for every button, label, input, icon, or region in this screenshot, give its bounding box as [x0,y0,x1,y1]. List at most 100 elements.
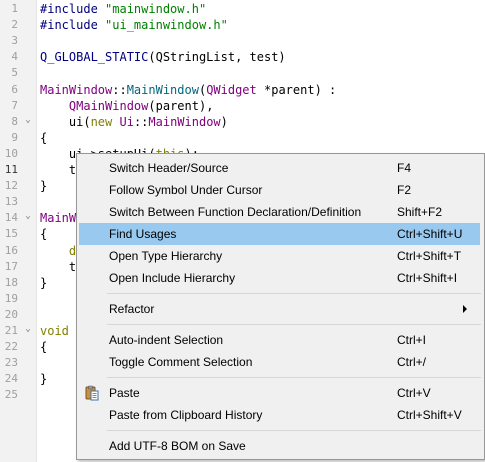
code-token: } [40,275,48,290]
code-token: Q_GLOBAL_STATIC [40,50,149,65]
code-text: t [40,259,76,275]
code-token: ) [220,114,228,129]
line-number: 7 [11,98,18,112]
menu-item-shortcut: Ctrl+Shift+I [397,271,458,285]
menu-separator [107,293,481,294]
menu-item-label: Open Type Hierarchy [109,249,223,263]
code-token: } [40,179,48,194]
menu-item-auto-indent[interactable]: Auto-indent Selection Ctrl+I [79,329,480,351]
menu-item-shortcut: Ctrl+Shift+V [397,408,462,422]
code-text: QMainWindow(parent), [40,98,214,114]
menu-item-toggle-comment[interactable]: Toggle Comment Selection Ctrl+/ [79,351,480,373]
menu-separator [107,324,481,325]
line-number: 6 [11,82,18,96]
line-number: 3 [11,34,18,48]
menu-item-label: Switch Between Function Declaration/Defi… [109,205,362,219]
code-token: void [40,324,69,338]
menu-item-shortcut: Ctrl+V [397,386,431,400]
code-text: #include "ui_mainwindow.h" [40,17,228,33]
menu-separator [107,430,481,431]
code-token: MainWindow [126,82,199,97]
code-text: Q_GLOBAL_STATIC(QStringList, test) [40,49,286,65]
line-number: 11 [4,163,18,176]
code-text: MainW [40,210,76,226]
code-text: { [40,130,47,146]
menu-item-label: Toggle Comment Selection [109,355,253,369]
code-text: #include "mainwindow.h" [40,1,206,17]
menu-item-label: Open Include Hierarchy [109,271,236,285]
code-text: d [40,243,76,259]
menu-item-follow-symbol[interactable]: Follow Symbol Under Cursor F2 [79,179,480,201]
menu-item-find-usages[interactable]: Find Usages Ctrl+Shift+U [79,223,480,245]
line-number: 18 [4,275,18,289]
code-text: MainWindow::MainWindow(QWidget *parent) … [40,82,336,98]
line-number: 20 [4,307,18,321]
fold-marker-icon[interactable]: ⌄ [25,324,31,334]
menu-item-label: Paste [109,386,140,400]
menu-item-open-include-hierarchy[interactable]: Open Include Hierarchy Ctrl+Shift+I [79,267,480,289]
menu-item-label: Switch Header/Source [109,161,229,175]
submenu-arrow-icon [463,305,467,313]
line-number: 5 [11,66,18,80]
line-number: 25 [4,388,18,402]
code-text: void [40,323,69,339]
code-token: #include [40,2,106,16]
code-text: } [40,371,47,387]
code-token [40,244,69,258]
menu-item-refactor[interactable]: Refactor [79,298,480,320]
line-number: 15 [4,227,18,241]
menu-item-label: Refactor [109,302,155,316]
code-token [40,99,69,113]
code-token: (parent), [148,98,214,113]
code-token [112,115,119,129]
menu-item-shortcut: Ctrl+/ [397,355,427,369]
code-token: d [68,243,77,258]
line-number: 9 [11,130,18,144]
line-number: 19 [4,291,18,305]
menu-item-label: Find Usages [109,227,177,241]
menu-item-label: Add UTF-8 BOM on Save [109,439,246,453]
line-number: 12 [4,179,18,193]
menu-item-shortcut: Ctrl+Shift+T [397,249,462,263]
menu-item-shortcut: Ctrl+I [397,333,427,347]
code-text: } [40,275,47,291]
menu-item-label: Auto-indent Selection [109,333,224,347]
line-number: 10 [4,146,18,160]
code-token: :: [133,114,149,129]
fold-marker-icon[interactable]: ⌄ [25,114,31,125]
line-number: 13 [4,195,18,209]
menu-item-paste[interactable]: Paste Ctrl+V [79,382,480,404]
code-token: #include [40,18,106,33]
menu-item-add-bom[interactable]: Add UTF-8 BOM on Save [79,435,480,457]
line-number-gutter [0,0,37,462]
line-number: 17 [4,259,18,273]
line-number: 24 [4,372,18,386]
line-number: 21 [4,324,18,337]
fold-marker-icon[interactable]: ⌄ [25,211,31,222]
code-token: QWidget [206,82,257,97]
code-text: } [40,178,47,194]
menu-item-shortcut: F2 [397,183,412,197]
code-token: new [90,114,113,129]
menu-separator [107,377,481,378]
line-number: 23 [4,356,18,370]
code-token: "mainwindow.h" [105,2,207,16]
menu-item-label: Follow Symbol Under Cursor [109,183,263,197]
menu-item-shortcut: Shift+F2 [397,205,443,219]
line-number: 22 [4,340,18,354]
code-token: Ui [119,114,134,129]
code-text: ui(new Ui::MainWindow) [40,114,228,130]
menu-item-shortcut: Ctrl+Shift+U [397,227,463,241]
line-number: 8 [11,114,18,128]
line-number: 16 [4,243,18,257]
code-token: { [40,130,48,145]
menu-item-open-type-hierarchy[interactable]: Open Type Hierarchy Ctrl+Shift+T [79,245,480,267]
menu-item-switch-decl-def[interactable]: Switch Between Function Declaration/Defi… [79,201,480,223]
line-number: 4 [11,50,18,64]
code-token: (QStringList, test) [148,50,286,65]
code-token: MainWindow [148,114,221,129]
line-number: 1 [11,2,18,15]
